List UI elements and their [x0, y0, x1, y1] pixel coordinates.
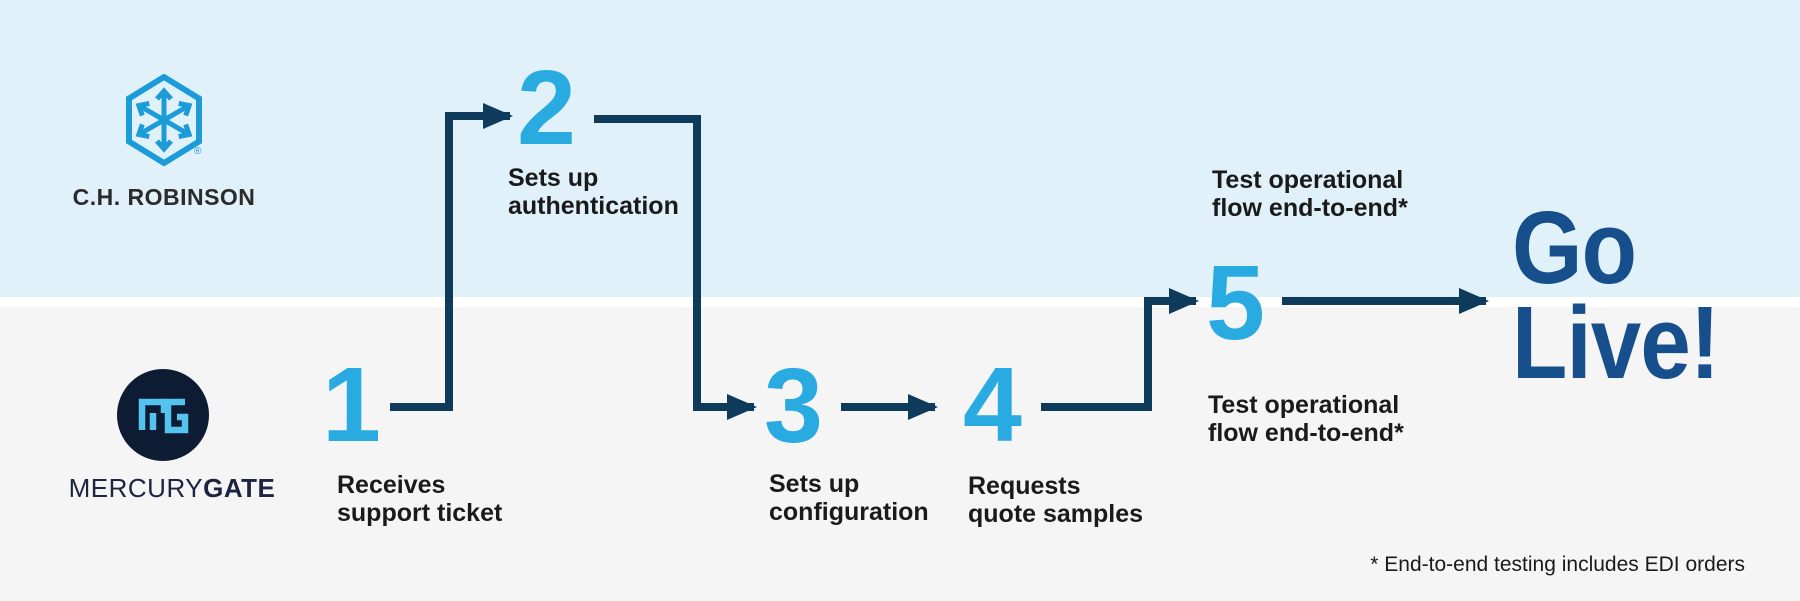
step-label-5-bottom: Test operational flow end-to-end*	[1208, 391, 1404, 447]
step-label-4-line1: Requests	[968, 472, 1081, 500]
mg-logo-text: MERCURYGATE	[64, 473, 280, 504]
go-live-text: Go Live!	[1512, 190, 1720, 400]
mg-logo-icon	[117, 369, 209, 461]
mg-logo-text-bold: GATE	[203, 473, 276, 503]
go-live-line1: Go	[1512, 190, 1637, 305]
step-label-5-bottom-line1: Test operational	[1208, 391, 1400, 419]
step-number-3: 3	[764, 347, 823, 465]
step-label-3: Sets up configuration	[769, 470, 929, 526]
step-label-5-top-line2: flow end-to-end*	[1212, 194, 1408, 222]
step-label-4-line2: quote samples	[968, 500, 1144, 528]
step-label-5-top-line1: Test operational	[1212, 166, 1404, 194]
step-label-5-bottom-line2: flow end-to-end*	[1208, 419, 1404, 447]
step-label-2-line2: authentication	[508, 192, 679, 220]
step-label-1: Receives support ticket	[337, 471, 502, 527]
step-label-1-line1: Receives	[337, 471, 446, 499]
step-label-3-line2: configuration	[769, 498, 929, 526]
step-number-1: 1	[322, 346, 381, 464]
lane-chrobinson	[0, 0, 1800, 297]
step-label-2-line1: Sets up	[508, 164, 599, 192]
lane-divider	[0, 297, 1800, 307]
chr-hexagon-logo-icon	[126, 74, 202, 167]
step-number-5: 5	[1206, 244, 1265, 362]
step-label-3-line1: Sets up	[769, 470, 860, 498]
step-label-2: Sets up authentication	[508, 164, 679, 220]
step-number-2: 2	[517, 49, 576, 167]
go-live-line2: Live!	[1512, 285, 1720, 400]
mg-logo-text-regular: MERCURY	[68, 473, 204, 503]
lane-mercurygate	[0, 307, 1800, 601]
step-label-5-top: Test operational flow end-to-end*	[1212, 166, 1408, 222]
chr-logo-text: C.H. ROBINSON	[72, 184, 256, 210]
step-label-1-line2: support ticket	[337, 499, 503, 527]
step-label-4: Requests quote samples	[968, 472, 1143, 528]
step-number-4: 4	[963, 346, 1022, 464]
chr-registered-mark: ®	[194, 146, 202, 157]
footnote: * End-to-end testing includes EDI orders	[1370, 553, 1745, 576]
